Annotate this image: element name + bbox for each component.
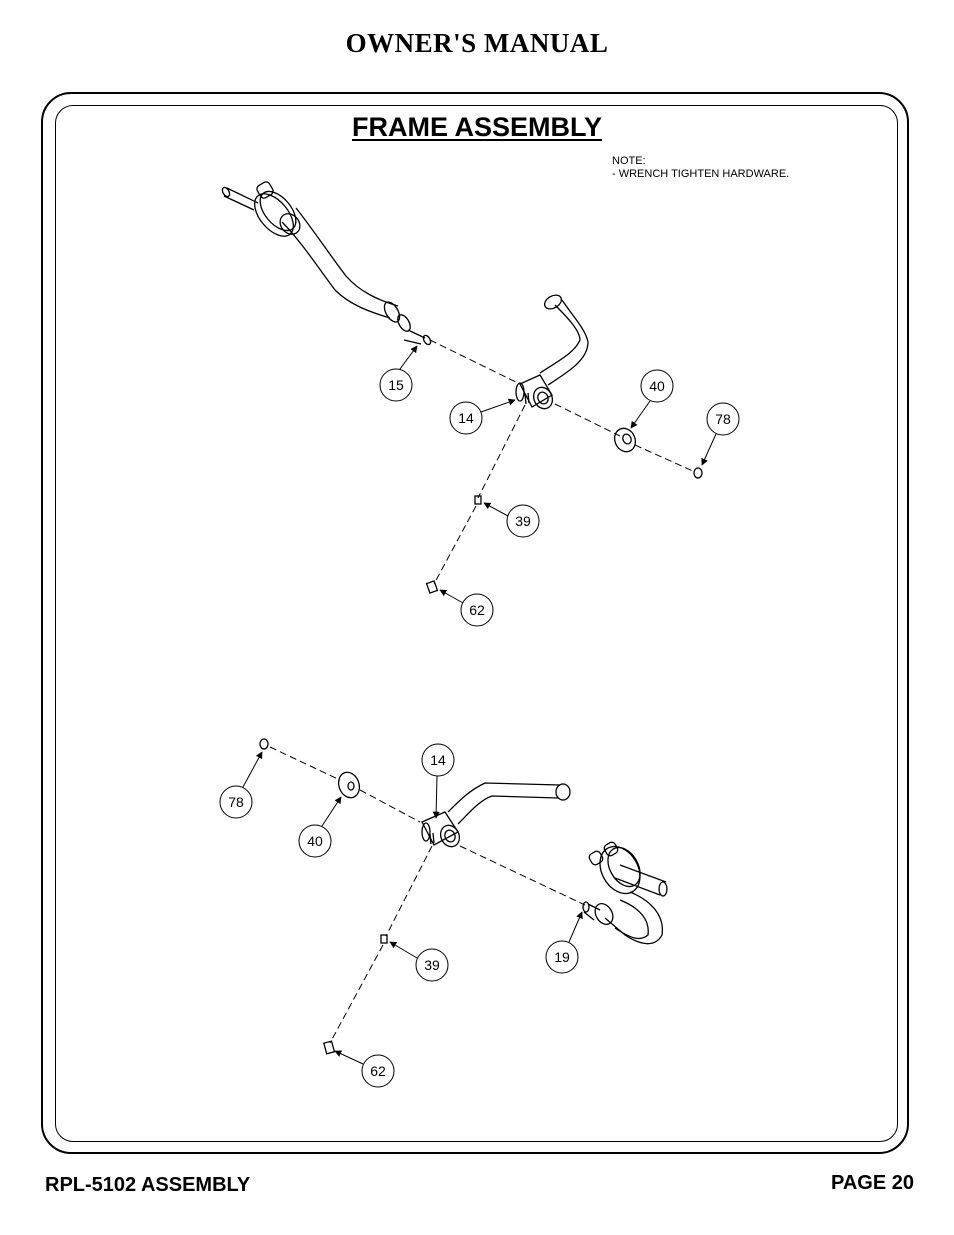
callout-40-bottom: 40 <box>307 833 323 849</box>
callout-40: 40 <box>649 378 665 394</box>
callout-62-bottom: 62 <box>370 1063 386 1079</box>
part-14-pivot-bottom <box>421 782 571 848</box>
part-40-washer <box>613 427 637 453</box>
callout-39-bottom: 39 <box>424 957 440 973</box>
part-78-nut <box>693 467 703 479</box>
assembly-note: NOTE: - WRENCH TIGHTEN HARDWARE. <box>612 155 789 181</box>
part-62-bolt-bottom <box>323 1040 336 1055</box>
note-line: - WRENCH TIGHTEN HARDWARE. <box>612 168 790 180</box>
top-callouts <box>379 345 740 627</box>
footer-model: RPL-5102 ASSEMBLY <box>45 1174 251 1196</box>
top-assembly <box>221 181 703 594</box>
callout-14: 14 <box>458 410 474 426</box>
part-39-spacer-bottom <box>380 934 388 944</box>
bottom-callout-labels: 78 40 14 39 19 62 <box>228 752 570 1079</box>
section-title: FRAME ASSEMBLY <box>0 112 954 143</box>
part-39-spacer <box>474 495 482 505</box>
callout-78-bottom: 78 <box>228 794 244 810</box>
inner-frame-border <box>55 105 898 1142</box>
part-14-pivot <box>515 294 589 410</box>
part-78-nut-bottom <box>259 738 269 750</box>
section-title-text: FRAME ASSEMBLY <box>351 112 603 142</box>
callout-19-bottom: 19 <box>554 949 570 965</box>
footer-page-number: PAGE 20 <box>831 1172 914 1194</box>
part-19-tube <box>582 841 668 945</box>
bottom-assembly <box>259 738 668 1055</box>
callout-14-bottom: 14 <box>430 752 446 768</box>
manual-title: OWNER'S MANUAL <box>345 28 609 58</box>
part-40-washer-bottom <box>337 771 361 799</box>
top-callout-labels: 15 14 40 78 39 62 <box>388 377 731 618</box>
note-heading: NOTE: <box>612 155 646 167</box>
callout-62: 62 <box>469 602 485 618</box>
bottom-callouts <box>219 743 583 1088</box>
outer-frame-border <box>41 92 909 1154</box>
part-62-bolt <box>425 580 439 594</box>
callout-15: 15 <box>388 377 404 393</box>
part-15-tube <box>221 181 432 346</box>
callout-39: 39 <box>515 513 531 529</box>
callout-78: 78 <box>715 411 731 427</box>
